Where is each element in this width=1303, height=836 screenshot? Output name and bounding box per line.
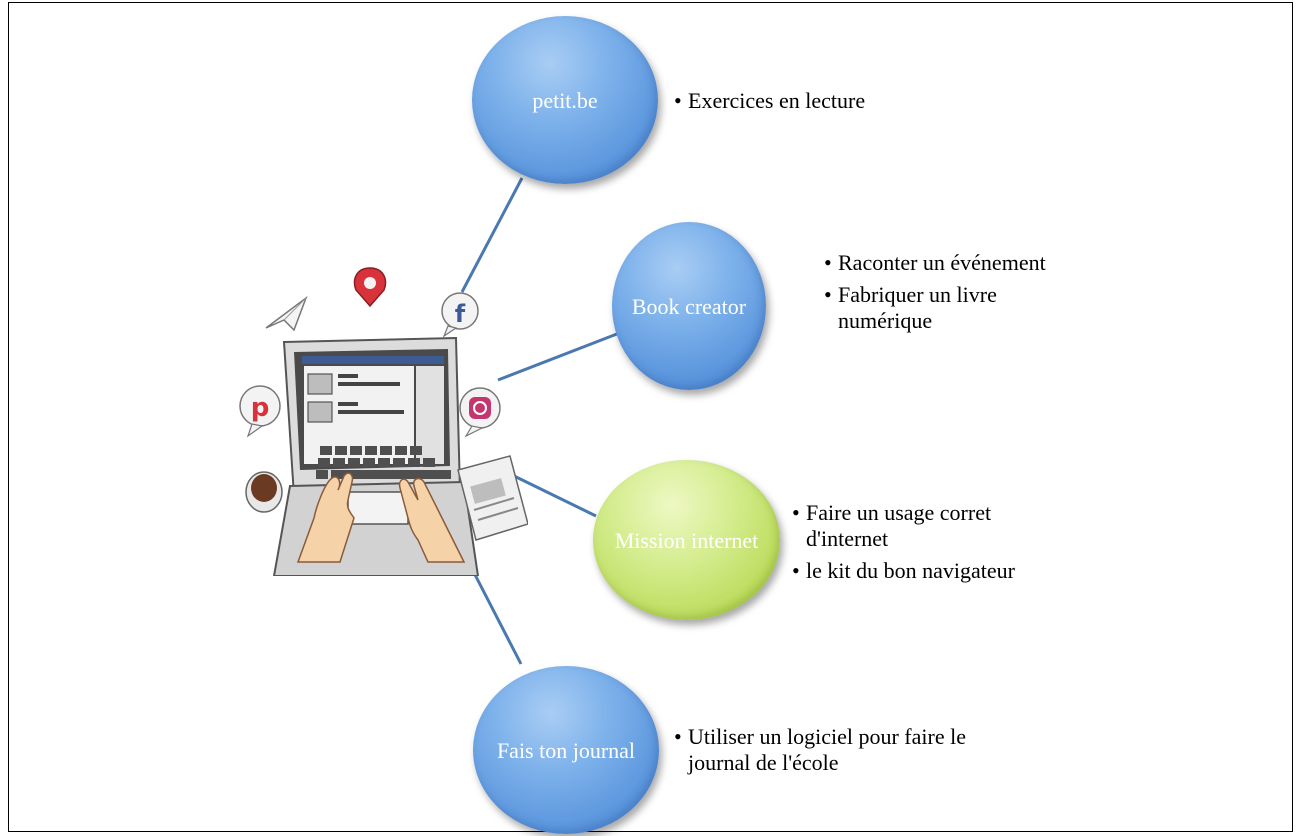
node-petit-be: petit.be <box>472 16 658 184</box>
node-fais-ton-journal: Fais ton journal <box>473 666 659 834</box>
bullet-item: Exercices en lecture <box>674 88 976 114</box>
pinterest-icon: p <box>239 385 281 438</box>
instagram-icon <box>459 387 501 438</box>
bullets-mission-internet: Faire un usage corret d'internet le kit … <box>792 500 1074 590</box>
connector-petit-be <box>460 177 524 293</box>
svg-text:p: p <box>251 393 270 423</box>
connector-book-creator <box>497 330 623 382</box>
newspaper-icon <box>457 455 528 541</box>
bullet-item: Utiliser un logiciel pour faire le journ… <box>674 724 976 776</box>
node-mission-internet: Mission internet <box>593 460 780 620</box>
bullet-item: le kit du bon navigateur <box>792 558 1074 584</box>
hands-and-keys <box>296 446 466 563</box>
bullet-item: Faire un usage corret d'internet <box>792 500 1074 552</box>
map-pin-icon <box>353 267 387 308</box>
bullets-petit-be: Exercices en lecture <box>674 88 976 120</box>
node-book-creator: Book creator <box>612 222 766 390</box>
bullets-fais-ton-journal: Utiliser un logiciel pour faire le journ… <box>674 724 976 782</box>
connector-mission-internet <box>509 472 597 518</box>
bullet-item: Raconter un événement <box>824 250 1056 276</box>
bullets-book-creator: Raconter un événement Fabriquer un livre… <box>824 250 1056 340</box>
paper-plane-icon <box>265 295 308 332</box>
svg-text:f: f <box>455 300 466 328</box>
bullet-item: Fabriquer un livre numérique <box>824 282 1056 334</box>
facebook-icon: f <box>441 292 479 338</box>
coffee-cup-icon <box>245 471 283 513</box>
diagram-frame <box>8 2 1293 832</box>
